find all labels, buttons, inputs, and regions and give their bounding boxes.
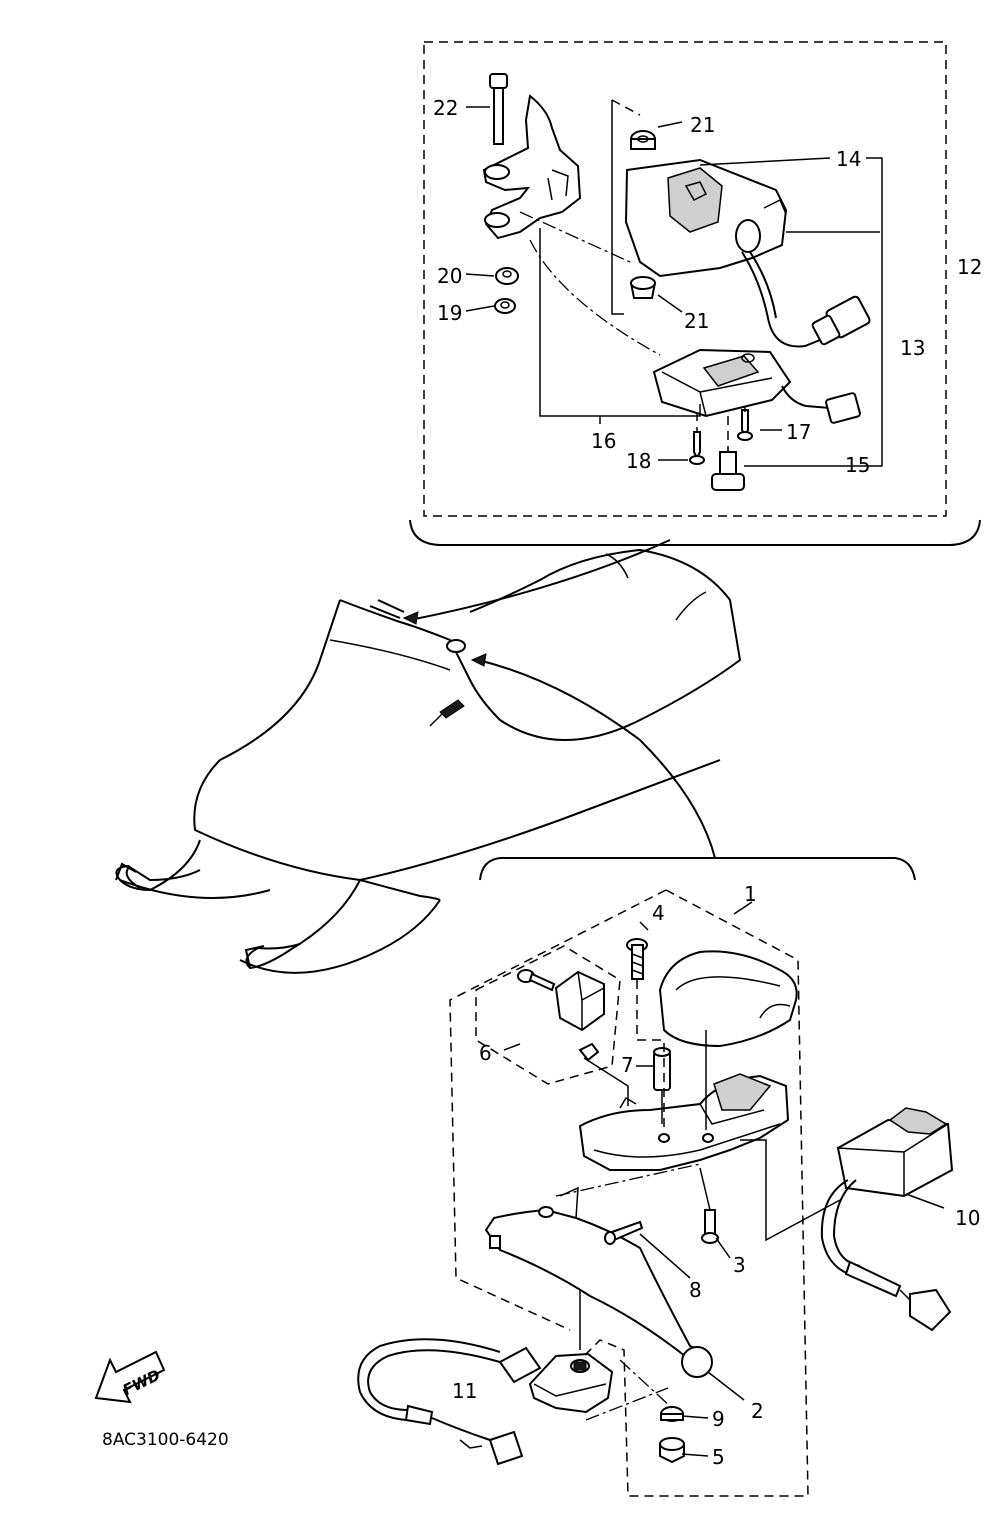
- callout-10: 10: [955, 1206, 980, 1230]
- callout-20: 20: [437, 264, 462, 288]
- fwd-arrow-icon: FWD: [94, 1350, 166, 1404]
- callout-1: 1: [744, 882, 757, 906]
- callout-2: 2: [751, 1399, 764, 1423]
- mounting-bracket-part: [482, 94, 582, 240]
- throttle-lever-part: [484, 1186, 713, 1378]
- switch-10-part: [820, 1107, 954, 1332]
- nut-5-part: [659, 1437, 685, 1464]
- throttle-cover-part: [658, 950, 798, 1048]
- callout-21-bottom: 21: [684, 309, 709, 333]
- screw-17-part: [737, 409, 753, 441]
- block-6-part: [554, 970, 605, 1032]
- nut-6-part: [578, 1042, 600, 1062]
- bottom-leader-lines: [503, 901, 945, 1457]
- collar-7-part: [653, 1047, 671, 1091]
- callouts: 22 21 14 12 20 19 21 13 17 16 18 15 1 4 …: [433, 96, 982, 1469]
- washer-20-part: [495, 267, 519, 285]
- washer-19-part: [494, 298, 516, 314]
- callout-3: 3: [733, 1253, 746, 1277]
- callout-19: 19: [437, 301, 462, 325]
- bottom-detail-frame: [449, 857, 916, 1497]
- throttle-sensor-11-part: [357, 1338, 614, 1466]
- switch-housing-14-part: [624, 158, 871, 348]
- cover-16-part: [652, 348, 861, 424]
- nut-21-top-part: [630, 130, 656, 150]
- screw-3-part: [701, 1209, 719, 1244]
- washer-9-part: [660, 1406, 684, 1422]
- top-detail-frame: [409, 41, 981, 546]
- screw-6-part: [517, 969, 556, 992]
- callout-14: 14: [836, 147, 861, 171]
- nut-21-bottom-part: [629, 276, 657, 299]
- drawing-code: 8AC3100-6420: [102, 1430, 229, 1450]
- callout-22: 22: [433, 96, 458, 120]
- callout-18: 18: [626, 449, 651, 473]
- callout-4: 4: [652, 901, 665, 925]
- callout-8: 8: [689, 1278, 702, 1302]
- screw-4-part: [626, 938, 648, 980]
- callout-15: 15: [845, 453, 870, 477]
- bolt-15-part: [711, 451, 745, 491]
- throttle-housing-part: [578, 1073, 790, 1171]
- callout-9: 9: [712, 1407, 725, 1431]
- callout-16: 16: [591, 429, 616, 453]
- callout-6: 6: [479, 1041, 492, 1065]
- bolt-22-part: [489, 73, 508, 145]
- callout-12: 12: [957, 255, 982, 279]
- subassembly-6-frame: [475, 945, 621, 1085]
- screw-8-part: [604, 1220, 644, 1245]
- callout-17: 17: [786, 420, 811, 444]
- callout-7: 7: [621, 1053, 634, 1077]
- snowmobile-illustration: [115, 539, 742, 974]
- top-leader-lines: [465, 99, 883, 467]
- callout-13: 13: [900, 336, 925, 360]
- callout-11: 11: [452, 1379, 477, 1403]
- callout-21-top: 21: [690, 113, 715, 137]
- screw-18-part: [689, 431, 705, 465]
- callout-5: 5: [712, 1445, 725, 1469]
